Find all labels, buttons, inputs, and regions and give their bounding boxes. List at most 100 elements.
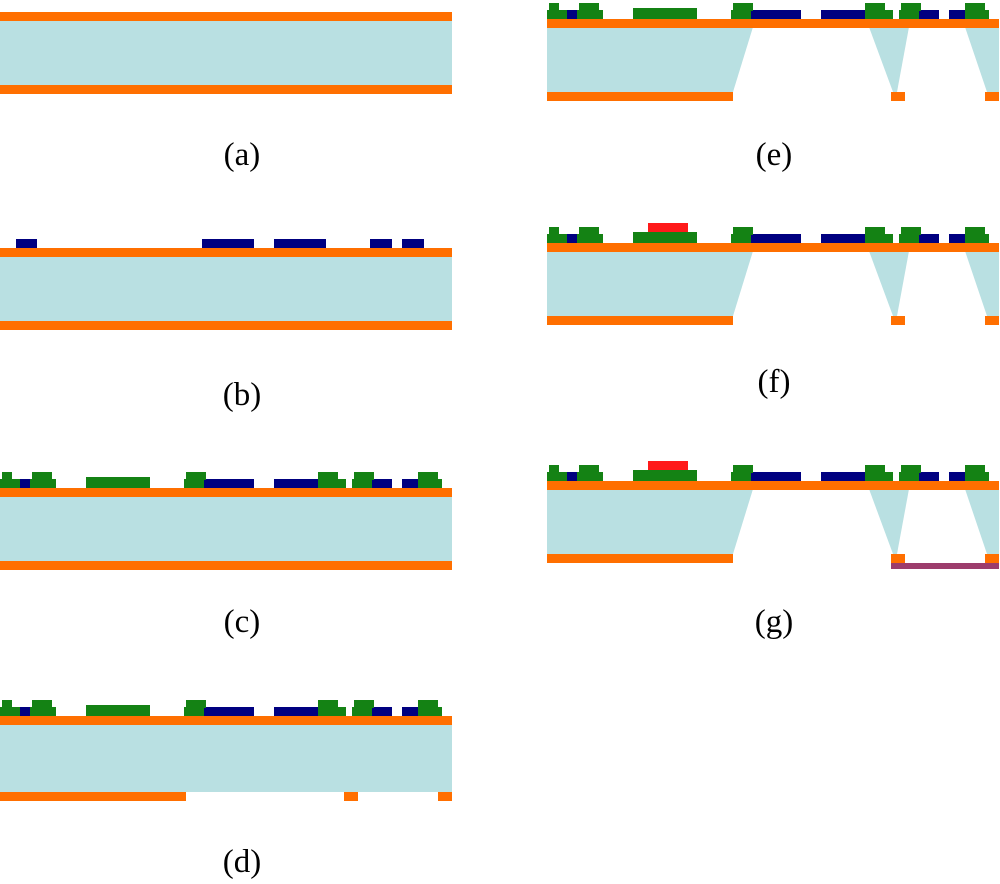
passivation-foot bbox=[0, 707, 20, 716]
passivation-foot bbox=[418, 707, 442, 716]
bottom-oxide-mask bbox=[547, 316, 733, 325]
panel-b bbox=[0, 239, 452, 330]
passivation-heater-pad bbox=[633, 232, 697, 243]
passivation-foot bbox=[318, 479, 346, 488]
bottom-oxide-layer bbox=[0, 85, 452, 94]
metal-electrode bbox=[402, 707, 424, 716]
passivation-cap bbox=[549, 227, 559, 235]
metal-electrode bbox=[370, 707, 392, 716]
substrate-right bbox=[965, 251, 999, 316]
passivation-heater-pad bbox=[633, 470, 697, 481]
passivation-cap bbox=[579, 465, 599, 473]
passivation-cap bbox=[418, 700, 438, 708]
passivation-cap bbox=[186, 472, 206, 480]
passivation-cap bbox=[2, 700, 12, 708]
metal-electrode bbox=[402, 239, 424, 248]
top-oxide-layer bbox=[547, 481, 999, 490]
passivation-foot bbox=[30, 707, 56, 716]
passivation-cap bbox=[318, 700, 338, 708]
passivation-cap bbox=[579, 3, 599, 11]
passivation-foot bbox=[899, 472, 919, 481]
metal-electrode bbox=[821, 234, 873, 243]
passivation-foot bbox=[318, 707, 346, 716]
passivation-foot bbox=[965, 472, 989, 481]
passivation-cap bbox=[901, 3, 921, 11]
metal-electrode bbox=[949, 10, 971, 19]
metal-electrode bbox=[202, 479, 254, 488]
bottom-oxide-mask bbox=[891, 554, 905, 563]
top-oxide-layer bbox=[547, 19, 999, 28]
passivation-cap bbox=[579, 227, 599, 235]
passivation-cap bbox=[354, 700, 374, 708]
panel-d bbox=[0, 700, 452, 801]
passivation-foot bbox=[865, 472, 893, 481]
passivation-cap bbox=[733, 227, 753, 235]
top-oxide-layer bbox=[547, 243, 999, 252]
passivation-cap bbox=[549, 465, 559, 473]
passivation-cap bbox=[318, 472, 338, 480]
passivation-foot bbox=[731, 472, 751, 481]
bottom-oxide-mask bbox=[438, 792, 452, 801]
passivation-cap bbox=[418, 472, 438, 480]
sensing-film bbox=[648, 461, 688, 470]
passivation-foot bbox=[965, 234, 989, 243]
panel-c bbox=[0, 472, 452, 570]
passivation-foot bbox=[352, 479, 372, 488]
passivation-foot bbox=[30, 479, 56, 488]
bottom-oxide-mask bbox=[547, 554, 733, 563]
bottom-oxide-mask bbox=[344, 792, 358, 801]
top-oxide-layer bbox=[0, 12, 452, 21]
panel-a bbox=[0, 12, 452, 94]
passivation-foot bbox=[865, 234, 893, 243]
metal-electrode bbox=[370, 239, 392, 248]
passivation-foot bbox=[0, 479, 20, 488]
substrate bbox=[0, 716, 452, 792]
metal-electrode bbox=[821, 10, 873, 19]
substrate-left bbox=[547, 251, 753, 316]
passivation-cap bbox=[733, 3, 753, 11]
passivation-heater-pad bbox=[86, 705, 150, 716]
metal-electrode bbox=[917, 10, 939, 19]
panel-a-label: (a) bbox=[223, 137, 261, 173]
passivation-cap bbox=[901, 227, 921, 235]
metal-electrode bbox=[917, 234, 939, 243]
passivation-foot bbox=[547, 472, 567, 481]
passivation-cap bbox=[865, 227, 885, 235]
passivation-cap bbox=[2, 472, 12, 480]
sensing-film bbox=[648, 223, 688, 232]
back-membrane bbox=[891, 563, 999, 569]
bottom-oxide-mask bbox=[985, 92, 999, 101]
passivation-cap bbox=[733, 465, 753, 473]
top-oxide-layer bbox=[0, 488, 452, 497]
substrate-right bbox=[965, 489, 999, 554]
substrate-left bbox=[547, 27, 753, 92]
metal-electrode bbox=[16, 707, 37, 716]
passivation-foot bbox=[184, 479, 204, 488]
metal-electrode bbox=[563, 472, 584, 481]
top-oxide-layer bbox=[0, 248, 452, 257]
substrate-pillar bbox=[869, 251, 909, 316]
passivation-cap bbox=[965, 465, 985, 473]
panel-e bbox=[547, 3, 999, 101]
metal-electrode bbox=[563, 234, 584, 243]
passivation-foot bbox=[352, 707, 372, 716]
metal-electrode bbox=[749, 10, 801, 19]
metal-electrode bbox=[202, 239, 254, 248]
panel-g-label: (g) bbox=[754, 604, 794, 640]
bottom-oxide-mask bbox=[891, 92, 905, 101]
substrate-right bbox=[965, 27, 999, 92]
passivation-cap bbox=[186, 700, 206, 708]
bottom-oxide-mask bbox=[891, 316, 905, 325]
bottom-oxide-mask bbox=[985, 316, 999, 325]
metal-electrode bbox=[370, 479, 392, 488]
bottom-oxide-layer bbox=[0, 321, 452, 330]
metal-electrode bbox=[821, 472, 873, 481]
metal-electrode bbox=[949, 234, 971, 243]
bottom-oxide-mask bbox=[0, 792, 186, 801]
bottom-oxide-mask bbox=[985, 554, 999, 563]
passivation-cap bbox=[549, 3, 559, 11]
passivation-cap bbox=[965, 3, 985, 11]
metal-electrode bbox=[274, 707, 326, 716]
passivation-foot bbox=[965, 10, 989, 19]
